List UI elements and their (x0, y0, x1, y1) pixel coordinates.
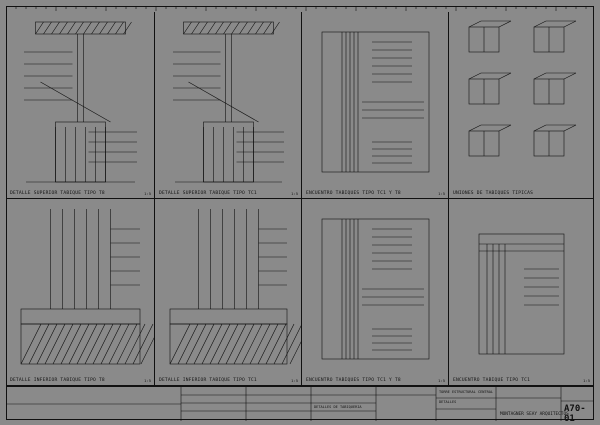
drawing-title: DETALLES DE TABIQUERIA (314, 405, 362, 409)
project-name-line1: TORRE ESTRUCTURAL CENTRAL (439, 390, 494, 394)
detail-caption: ENCUENTRO TABIQUES TIPO TC1 Y T8 (306, 378, 401, 383)
detail-drawing-7 (321, 218, 430, 360)
detail-scale: 1:5 (438, 191, 445, 196)
title-block-grid (6, 387, 594, 421)
detail-drawing-2 (173, 21, 284, 183)
detail-caption: DETALLE SUPERIOR TABIQUE TIPO T8 (10, 191, 105, 196)
detail-panel-7: ENCUENTRO TABIQUES TIPO TC1 Y T8 1:5 (302, 199, 449, 386)
sheet-number: A70-01 (564, 404, 586, 424)
detail-panel-5: DETALLE INFERIOR TABIQUE TIPO T8 1:5 (6, 199, 155, 386)
detail-panel-6: DETALLE INFERIOR TABIQUE TIPO TC1 1:5 (155, 199, 302, 386)
detail-drawing-8 (478, 233, 565, 355)
detail-drawing-5 (20, 209, 155, 365)
detail-scale: 1:5 (291, 378, 298, 383)
detail-scale: 1:5 (438, 378, 445, 383)
detail-panel-1: DETALLE SUPERIOR TABIQUE TIPO T8 1:5 (6, 12, 155, 199)
top-ruler-ticks (6, 6, 587, 11)
title-block: TORRE ESTRUCTURAL CENTRAL DETALLES DETAL… (6, 386, 594, 424)
detail-caption: DETALLE INFERIOR TABIQUE TIPO T8 (10, 378, 105, 383)
detail-scale: 1:5 (144, 378, 151, 383)
detail-caption: DETALLE SUPERIOR TABIQUE TIPO TC1 (159, 191, 257, 196)
detail-panel-8: ENCUENTRO TABIQUE TIPO TC1 1:5 (449, 199, 594, 386)
detail-scale: 1:5 (291, 191, 298, 196)
firm-logo: MONTAGNER SEAY ARQUITECTOS (500, 412, 569, 417)
detail-caption: ENCUENTRO TABIQUES TIPO TC1 Y T8 (306, 191, 401, 196)
detail-drawing-4 (468, 20, 577, 157)
detail-drawing-1 (24, 21, 137, 183)
detail-drawing-6 (169, 209, 302, 365)
detail-panel-2: DETALLE SUPERIOR TABIQUE TIPO TC1 1:5 (155, 12, 302, 199)
detail-caption: DETALLE INFERIOR TABIQUE TIPO TC1 (159, 378, 257, 383)
detail-drawing-3 (321, 31, 430, 173)
detail-scale: 1:5 (583, 378, 590, 383)
detail-panel-3: ENCUENTRO TABIQUES TIPO TC1 Y T8 1:5 (302, 12, 449, 199)
detail-panel-4: UNIONES DE TABIQUES TIPICAS (449, 12, 594, 199)
detail-scale: 1:5 (144, 191, 151, 196)
detail-caption: UNIONES DE TABIQUES TIPICAS (453, 191, 534, 196)
project-name-line2: DETALLES (439, 400, 457, 404)
detail-caption: ENCUENTRO TABIQUE TIPO TC1 (453, 378, 531, 383)
